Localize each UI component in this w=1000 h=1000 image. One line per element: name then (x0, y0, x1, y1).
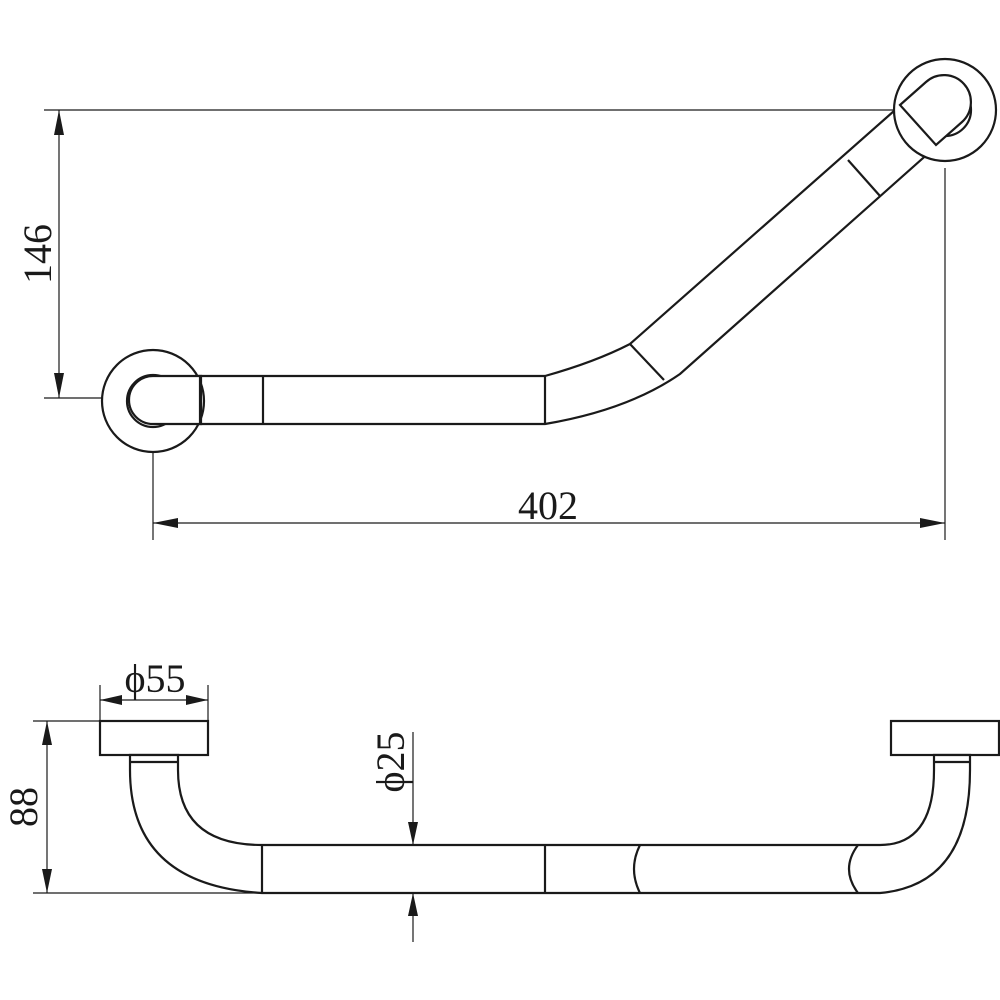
arrow-up (408, 893, 418, 916)
tube-outline (151, 86, 960, 426)
grab-bar-tube-profile (128, 753, 972, 895)
arrow-right (920, 518, 945, 528)
tube-segment-arc-1 (632, 844, 641, 894)
dimension-flange-diameter: ϕ55 (99, 656, 209, 722)
left-flange (100, 348, 206, 454)
tube-segment-line-4 (847, 159, 881, 197)
arrow-down (54, 373, 64, 398)
tube-segment-line-3 (629, 343, 665, 381)
dimension-label-88: 88 (1, 787, 46, 827)
grab-bar-tube (151, 86, 960, 426)
dimension-label-402: 402 (518, 483, 578, 528)
top-view: 146 402 (15, 57, 998, 540)
arrow-down (408, 822, 418, 845)
dimension-label-diameter-55: ϕ55 (124, 656, 185, 701)
arrow-left (153, 518, 178, 528)
dimension-tube-diameter: ϕ25 (368, 731, 418, 942)
dimension-length-402: 402 (152, 168, 946, 540)
right-flange-profile (889, 719, 1000, 757)
arrow-down (42, 869, 52, 893)
right-flange (892, 57, 998, 163)
arrow-left (100, 695, 122, 705)
tube-outline (128, 753, 972, 895)
tube-end-right (898, 74, 972, 147)
dimension-height-146: 146 (15, 109, 893, 399)
dimension-depth-88: 88 (1, 720, 262, 894)
arrow-right (186, 695, 208, 705)
tube-segment-arc-2 (847, 844, 859, 894)
dimension-label-diameter-25: ϕ25 (368, 731, 413, 792)
arrow-up (42, 721, 52, 745)
tube-end-left (127, 374, 203, 426)
arrow-up (54, 110, 64, 135)
front-view: ϕ55 88 ϕ25 (1, 656, 1000, 942)
dimension-label-146: 146 (15, 224, 60, 284)
left-flange-profile (98, 719, 210, 757)
